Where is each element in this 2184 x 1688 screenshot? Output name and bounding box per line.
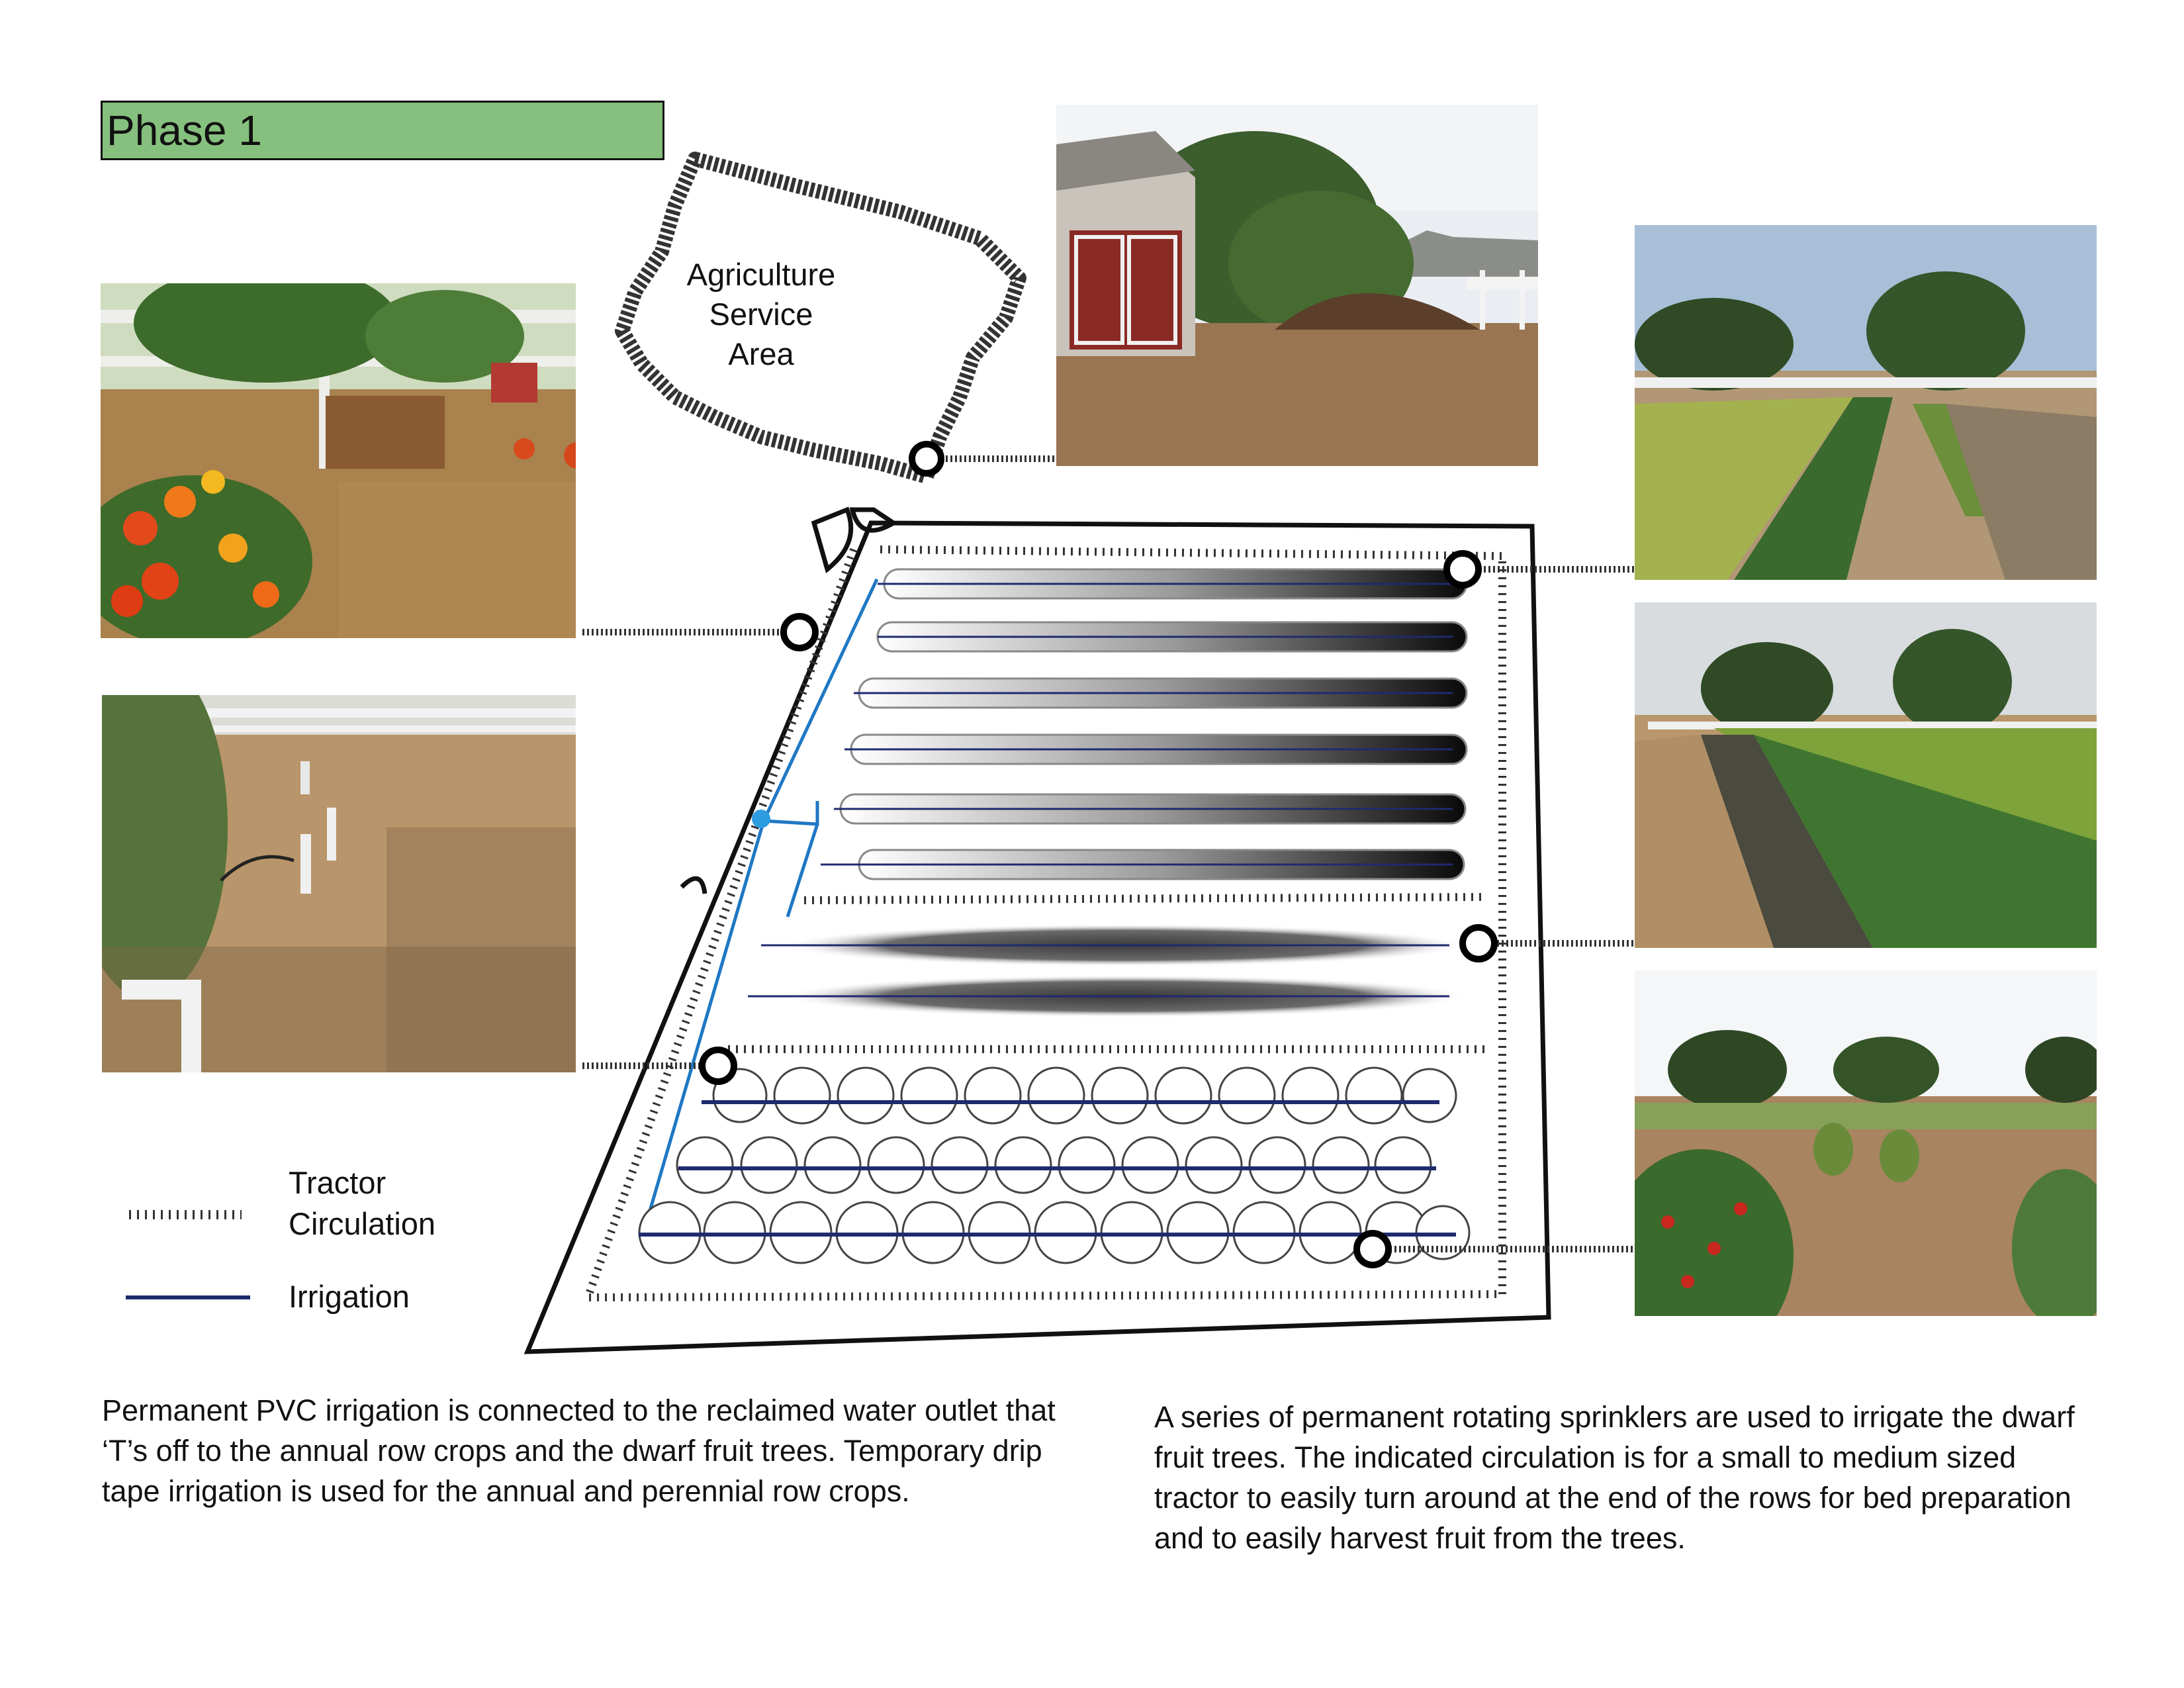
drip-lines-annual	[821, 583, 1453, 866]
tractor-circulation-path	[585, 545, 1506, 1301]
legend-tractor-line1: Tractor	[289, 1165, 387, 1200]
service-area-label: Agriculture Service Area	[675, 255, 847, 374]
photo-callout-markers	[699, 441, 1498, 1268]
photo-shed-compost	[1056, 105, 1538, 466]
annual-row-crop-beds	[839, 568, 1468, 880]
perennial-row-crops	[781, 924, 1469, 1017]
legend-irrigation-label: Irrigation	[289, 1279, 410, 1314]
service-area-line1: Agriculture	[686, 257, 836, 292]
drip-lines-perennial	[748, 944, 1449, 998]
service-area-boundary	[615, 152, 1026, 484]
photo-callout-lines	[582, 455, 1635, 1252]
legend-tractor-line2: Circulation	[289, 1206, 436, 1241]
photo-perennial-rows	[1635, 602, 2097, 948]
photo-row-crops	[1635, 225, 2097, 580]
dwarf-fruit-trees	[638, 1066, 1471, 1264]
gate-symbols	[680, 506, 898, 894]
legend-tractor-label: Tractor Circulation	[289, 1162, 435, 1244]
photo-pvc-risers	[102, 695, 576, 1072]
photo-dwarf-orchard	[1635, 970, 2097, 1316]
site-boundary	[523, 520, 1551, 1354]
drip-lines-fruit-trees	[639, 1100, 1456, 1237]
description-left: Permanent PVC irrigation is connected to…	[102, 1393, 1056, 1508]
phase-title: Phase 1	[101, 101, 664, 160]
service-area-line2: Service	[709, 297, 813, 332]
service-area-line3: Area	[728, 336, 794, 371]
description-right: A series of permanent rotating sprinkler…	[1154, 1400, 2075, 1555]
reclaimed-water-outlet	[752, 810, 770, 828]
photo-garden-nasturtiums	[101, 283, 576, 638]
